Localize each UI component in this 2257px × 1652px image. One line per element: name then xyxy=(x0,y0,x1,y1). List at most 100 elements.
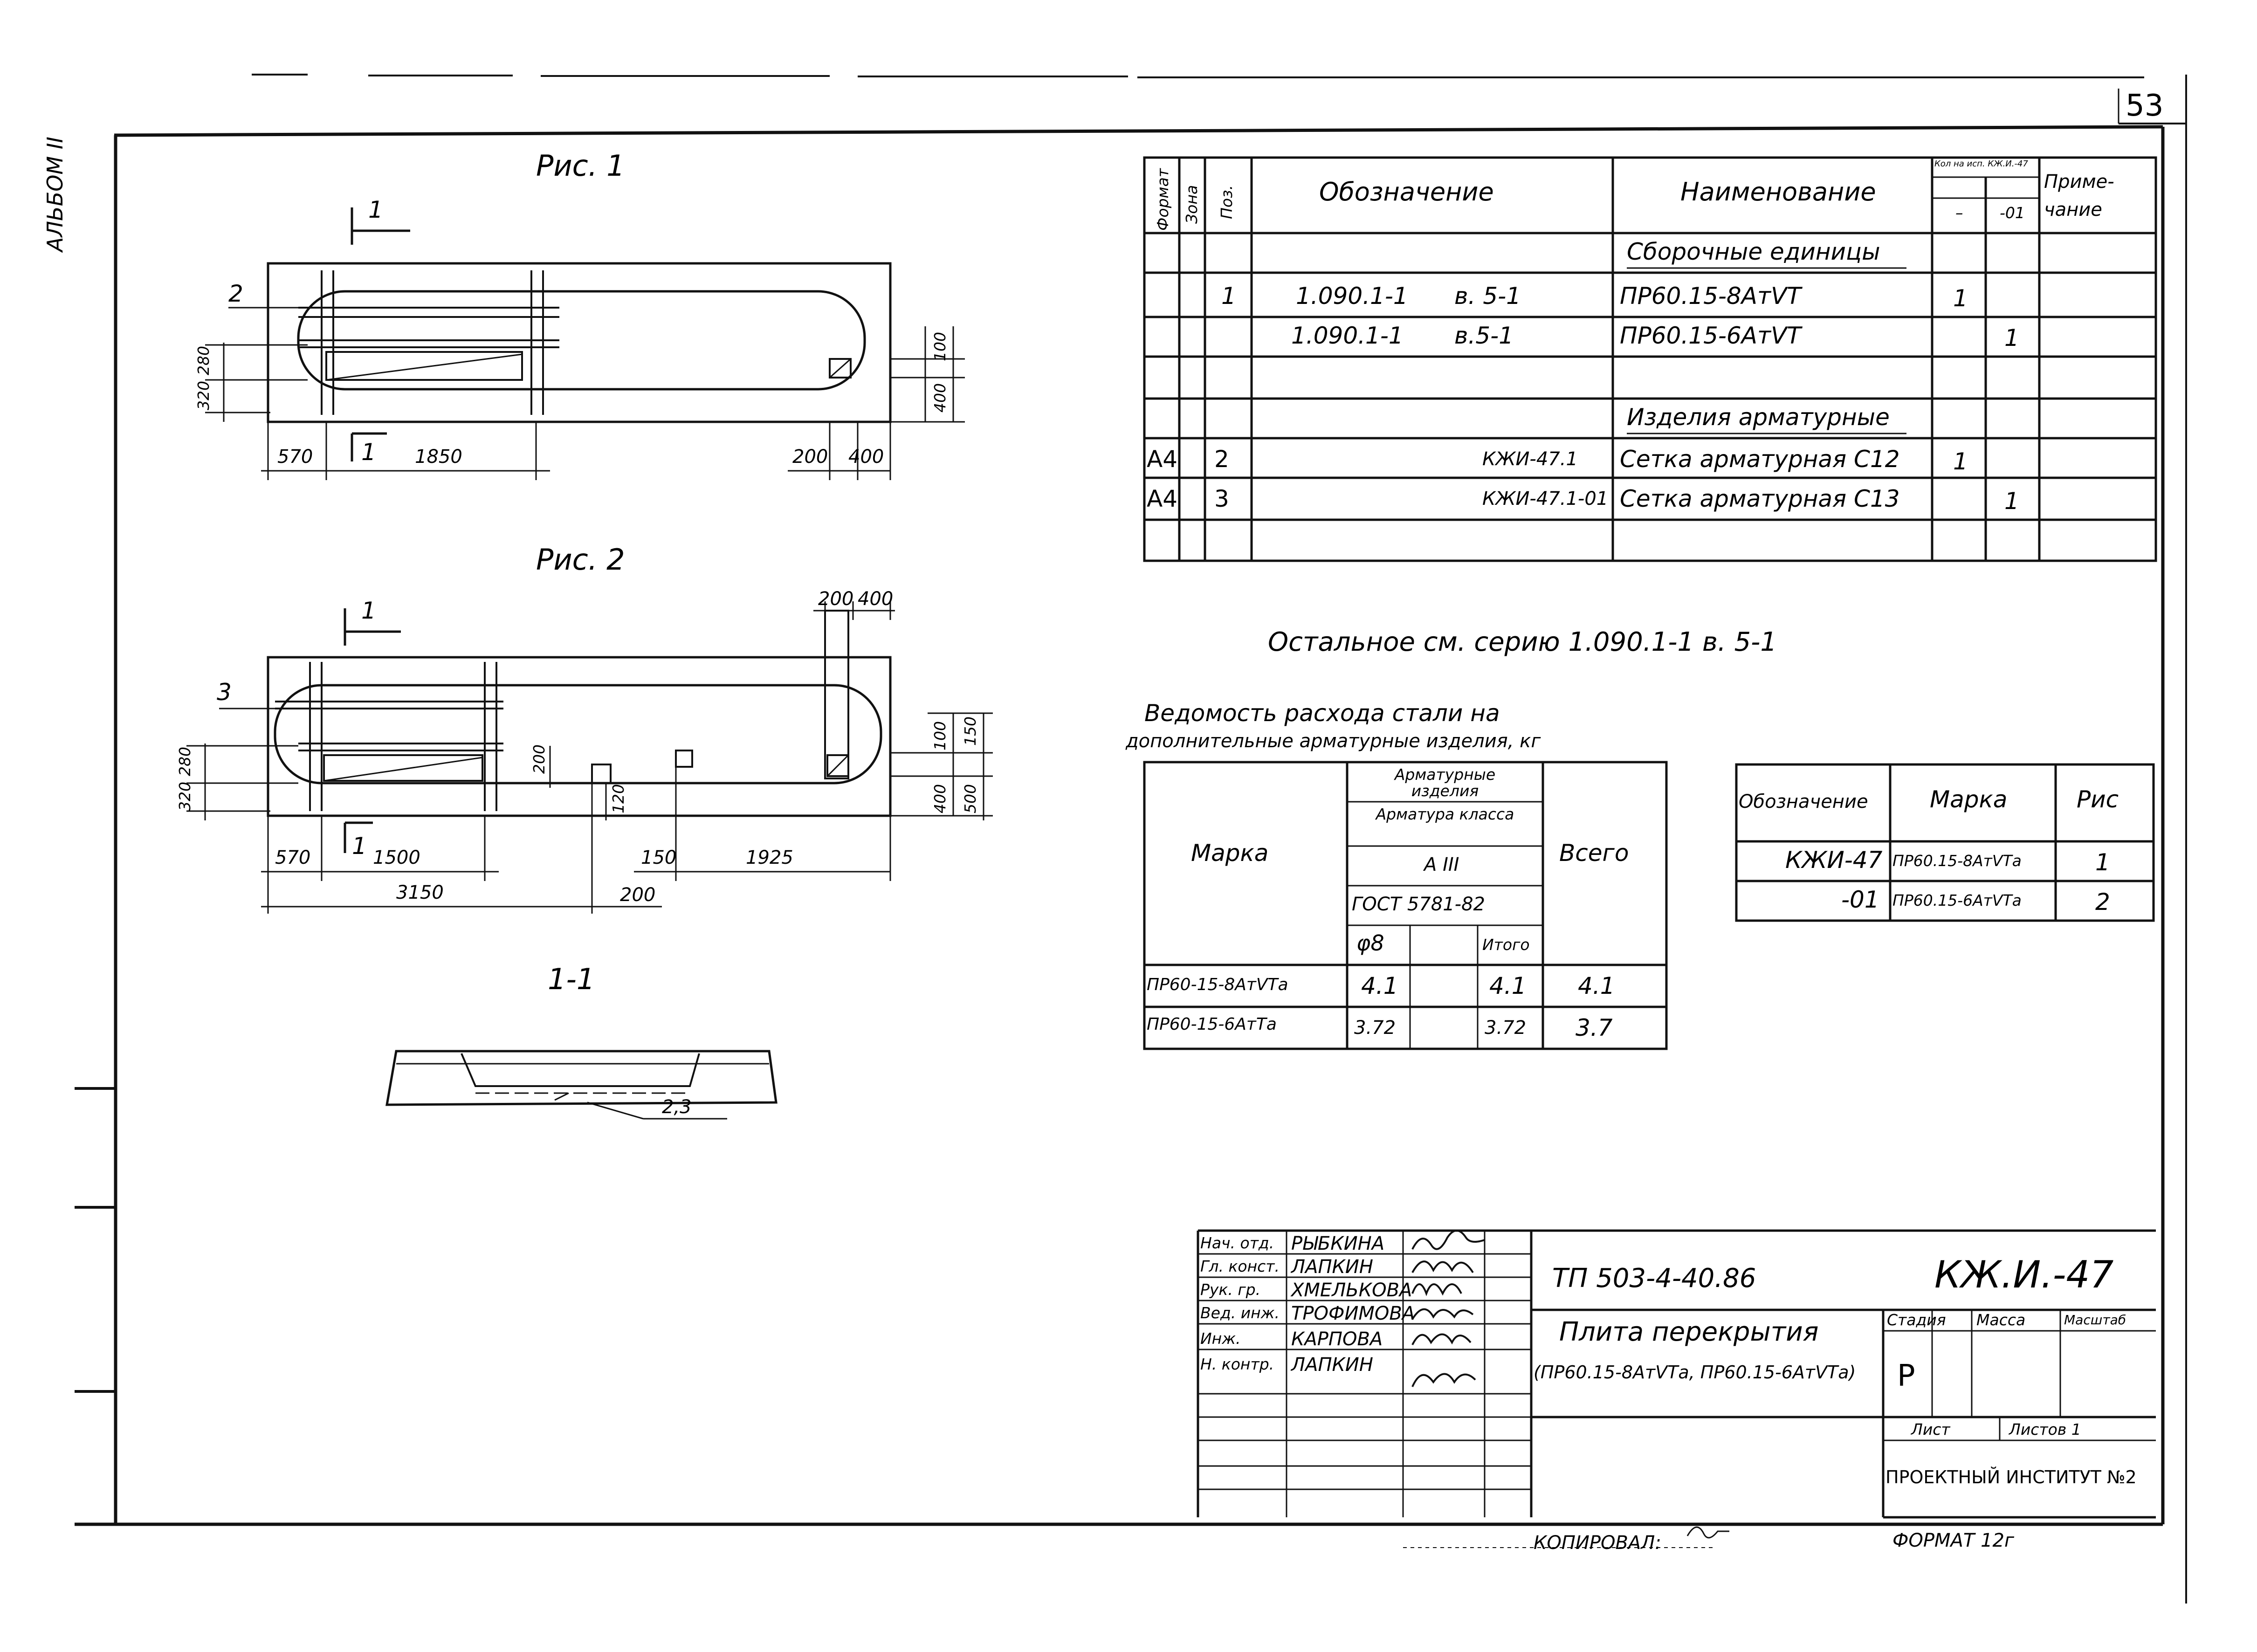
fig1-title: Рис. 1 xyxy=(536,149,625,183)
ref-row-marka: ПР60.15-6АтⅤТа xyxy=(1892,891,2022,909)
spec-row-name: ПР60.15-8АтⅤТ xyxy=(1620,282,1801,310)
fig1-dim-1850: 1850 xyxy=(415,446,462,468)
spec-row-name: ПР60.15-6АтⅤТ xyxy=(1620,322,1801,349)
fig1-position-label: 2 xyxy=(228,280,243,307)
steel-header-gost: ГОСТ 5781-82 xyxy=(1352,894,1485,915)
spec-header-name: Наименование xyxy=(1680,177,1876,206)
person-role: Инж. xyxy=(1200,1329,1241,1348)
fig2-dim-320: 320 xyxy=(176,782,194,811)
fig2-dim-570: 570 xyxy=(275,847,311,868)
spec-header-qty: Кол на исп. КЖ.И.-47 xyxy=(1934,159,2028,169)
section-title: 1-1 xyxy=(548,962,595,996)
person-role: Вед. инж. xyxy=(1200,1304,1280,1322)
steel-header-marka: Марка xyxy=(1191,840,1269,867)
title-line-2: (ПР60.15-8АтⅤТа, ПР60.15-6АтⅤТа) xyxy=(1534,1362,1856,1383)
spec-row-pos: 1 xyxy=(1221,282,1236,310)
spec-header-designation: Обозначение xyxy=(1319,177,1494,206)
person-name: Лапкин xyxy=(1291,1256,1373,1278)
fig2-section-mark: 1 xyxy=(361,597,376,624)
fig2-dim-3150: 3150 xyxy=(396,882,444,903)
spec-row-pos: 2 xyxy=(1214,446,1229,473)
fig1-section-mark-bottom: 1 xyxy=(361,439,376,466)
ref-table-grid xyxy=(1735,763,2155,922)
person-role: Гл. конст. xyxy=(1200,1257,1280,1275)
title-organization: ПРОЕКТНЫЙ ИНСТИТУТ №2 xyxy=(1885,1467,2137,1487)
footer-copied: КОПИРОВАЛ: xyxy=(1534,1532,1661,1554)
fig2-title: Рис. 2 xyxy=(536,543,625,577)
steel-row-d8: 4.1 xyxy=(1361,972,1398,999)
fig1-section-mark: 1 xyxy=(368,196,383,223)
steel-title-line1: Ведомость расхода стали на xyxy=(1144,700,1500,727)
spec-row-format: А4 xyxy=(1147,446,1178,473)
steel-row-itogo: 3.72 xyxy=(1485,1017,1527,1039)
ref-row-fig: 1 xyxy=(2095,849,2110,876)
spec-row-name: Сетка арматурная С12 xyxy=(1620,446,1900,473)
title-sheet-header: Лист xyxy=(1911,1420,1950,1439)
steel-row-marka: ПР60-15-6АтТа xyxy=(1147,1015,1277,1034)
ref-row-des: КЖИ-47 xyxy=(1785,847,1883,874)
steel-header-itogo: Итого xyxy=(1482,936,1530,954)
steel-row-vsego: 3.7 xyxy=(1576,1014,1613,1041)
spec-header-qty-b: -01 xyxy=(2000,204,2025,222)
page-number: 53 xyxy=(2126,89,2164,123)
title-scale-header: Масштаб xyxy=(2064,1312,2126,1328)
spec-row-format: А4 xyxy=(1147,485,1178,512)
spec-row-q2: 1 xyxy=(2004,324,2019,351)
binding-marks xyxy=(75,1087,116,1393)
spec-row-name: Сетка арматурная С13 xyxy=(1620,485,1900,512)
fig1-dim-400-right: 400 xyxy=(931,383,949,413)
fig2-dim-150: 150 xyxy=(641,847,677,868)
spec-row-des1: 1.090.1-1 xyxy=(1291,322,1404,349)
title-mass-header: Масса xyxy=(1976,1311,2026,1329)
fig2-dim-200-top: 200 xyxy=(818,588,854,610)
steel-header-armatura: Арматура класса xyxy=(1376,805,1514,823)
steel-row-itogo: 4.1 xyxy=(1489,972,1527,999)
person-role: Н. контр. xyxy=(1200,1355,1274,1373)
fig2-dim-500-right: 500 xyxy=(961,784,979,813)
document-code: КЖ.И.-47 xyxy=(1934,1253,2114,1296)
spec-row-des2: в.5-1 xyxy=(1454,322,1514,349)
spec-header-note: Приме-чание xyxy=(2044,171,2114,220)
steel-row-marka: ПР60-15-8АтⅤТа xyxy=(1147,975,1288,994)
top-edge-dashes xyxy=(252,74,2144,78)
person-name: Хмелькова xyxy=(1291,1280,1412,1301)
person-name: Трофимова xyxy=(1291,1303,1415,1324)
steel-row-d8: 3.72 xyxy=(1354,1017,1396,1039)
fig1-drawing xyxy=(205,207,965,480)
steel-header-class: А III xyxy=(1424,854,1459,875)
fig2-position-label: 3 xyxy=(217,679,232,706)
title-stage-value: Р xyxy=(1897,1359,1915,1393)
fig1-dim-280: 280 xyxy=(194,346,213,375)
ref-row-des: -01 xyxy=(1841,886,1879,913)
spec-header-qty-a: – xyxy=(1955,204,1963,222)
spec-row-name: Сборочные единицы xyxy=(1627,238,1880,265)
ref-row-fig: 2 xyxy=(2095,888,2110,915)
fig2-dim-1925: 1925 xyxy=(746,847,793,868)
spec-row-q1: 1 xyxy=(1953,448,1968,475)
section-dim-23: 2,3 xyxy=(662,1096,692,1118)
fig2-dim-400-top: 400 xyxy=(858,588,894,610)
spec-row-des2: в. 5-1 xyxy=(1454,282,1521,310)
person-role: Рук. гр. xyxy=(1200,1280,1261,1299)
album-label: АЛЬБОМ II xyxy=(42,137,68,252)
title-sheets-header: Листов 1 xyxy=(2009,1420,2081,1439)
spec-row-name: Изделия арматурные xyxy=(1627,404,1890,431)
spec-header-pos: Поз. xyxy=(1218,185,1236,219)
steel-title-line2: дополнительные арматурные изделия, кг xyxy=(1126,730,1541,752)
ref-header-marka: Марка xyxy=(1930,786,2008,813)
fig1-dim-100-right: 100 xyxy=(931,332,949,361)
spec-row-des2: КЖИ-47.1-01 xyxy=(1482,488,1609,509)
spec-row-pos: 3 xyxy=(1214,485,1229,512)
fig1-dim-570: 570 xyxy=(277,446,313,468)
ref-header-des: Обозначение xyxy=(1739,791,1868,812)
steel-row-vsego: 4.1 xyxy=(1578,972,1615,999)
fig1-dim-400: 400 xyxy=(848,446,884,468)
person-role: Нач. отд. xyxy=(1200,1234,1274,1252)
person-name: Рыбкина xyxy=(1291,1233,1385,1254)
steel-header-d8: φ8 xyxy=(1356,930,1384,956)
fig2-dim-200-mid: 200 xyxy=(530,744,548,774)
title-block-grid xyxy=(1197,1229,2156,1548)
spec-table-grid xyxy=(1143,156,2157,562)
fig2-dim-100-right: 100 xyxy=(931,721,949,750)
